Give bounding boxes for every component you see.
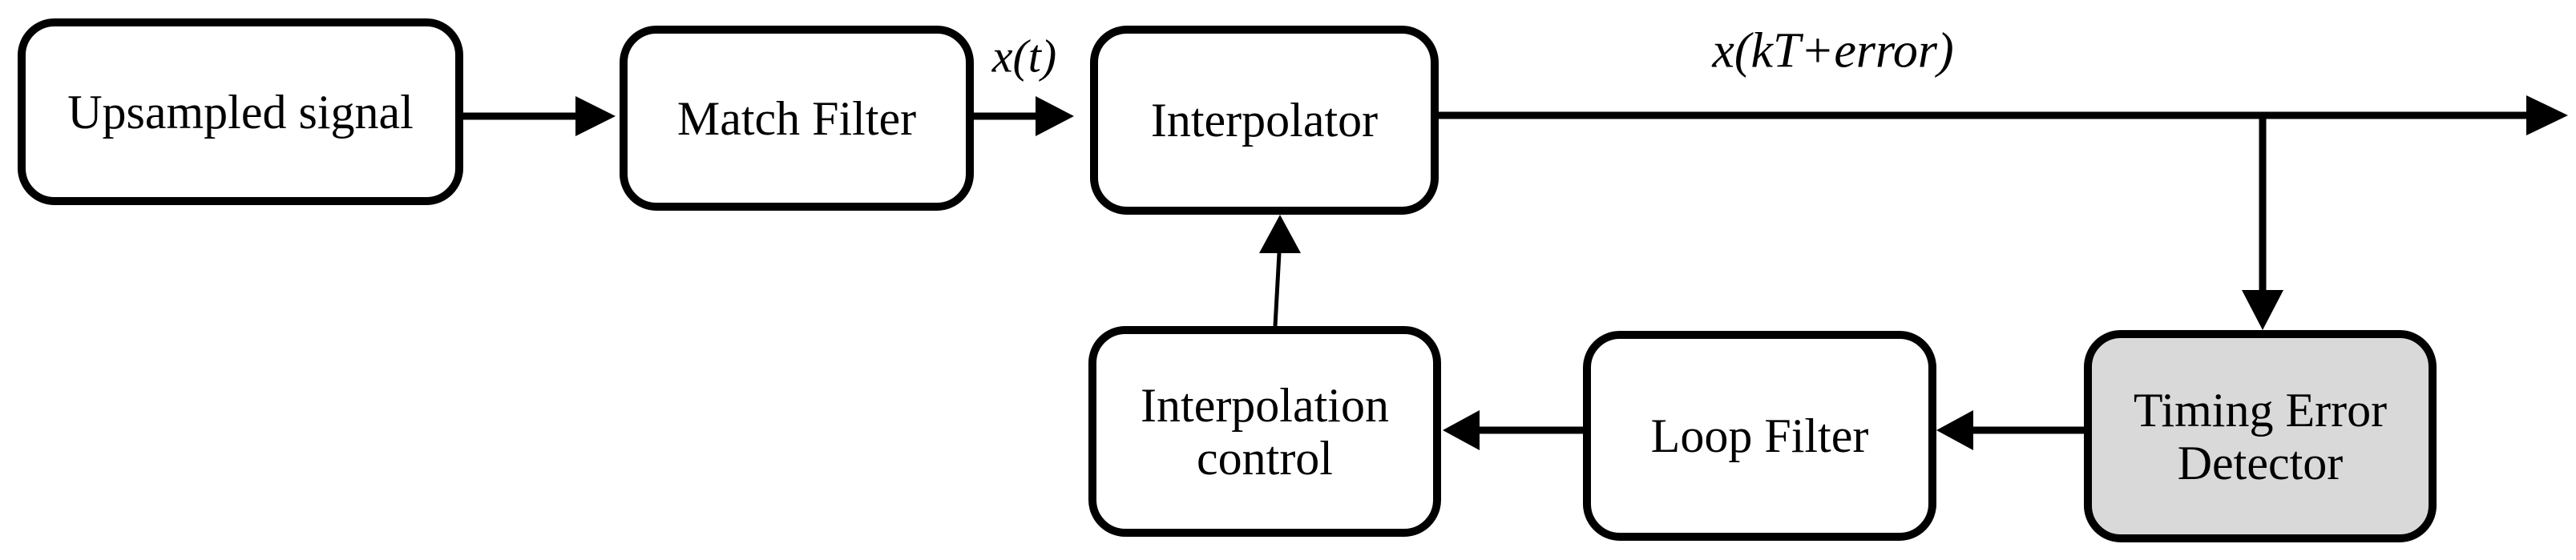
node-interpolator-label: Interpolator	[1150, 94, 1379, 147]
arrow-tap-to-ted	[2242, 115, 2283, 330]
signal-label-xt: x(t)	[991, 30, 1057, 83]
node-timing-error-detector: Timing Error Detector	[2084, 330, 2437, 542]
arrow-interpolator-output	[1437, 95, 2568, 135]
node-match-filter-label: Match Filter	[676, 91, 917, 145]
node-upsampled-signal: Upsampled signal	[18, 18, 463, 205]
node-timing-error-detector-label: Timing Error Detector	[2133, 383, 2388, 489]
arrow-interpctl-to-interpolator	[1259, 215, 1301, 327]
arrow-ted-to-loopfilter	[1936, 410, 2084, 450]
node-match-filter: Match Filter	[620, 26, 974, 211]
node-interpolation-control-label: Interpolation control	[1141, 378, 1389, 485]
node-loop-filter: Loop Filter	[1583, 331, 1936, 541]
arrow-upsampled-to-matchfilter	[463, 96, 616, 136]
signal-label-xkt-error: x(kT+error)	[1712, 23, 1954, 79]
node-upsampled-signal-label: Upsampled signal	[67, 85, 414, 139]
node-interpolation-control: Interpolation control	[1088, 326, 1441, 537]
arrow-matchfilter-to-interpolator	[974, 96, 1074, 136]
node-interpolator: Interpolator	[1090, 26, 1439, 215]
node-loop-filter-label: Loop Filter	[1650, 409, 1869, 462]
arrow-loopfilter-to-interpctl	[1443, 410, 1583, 450]
